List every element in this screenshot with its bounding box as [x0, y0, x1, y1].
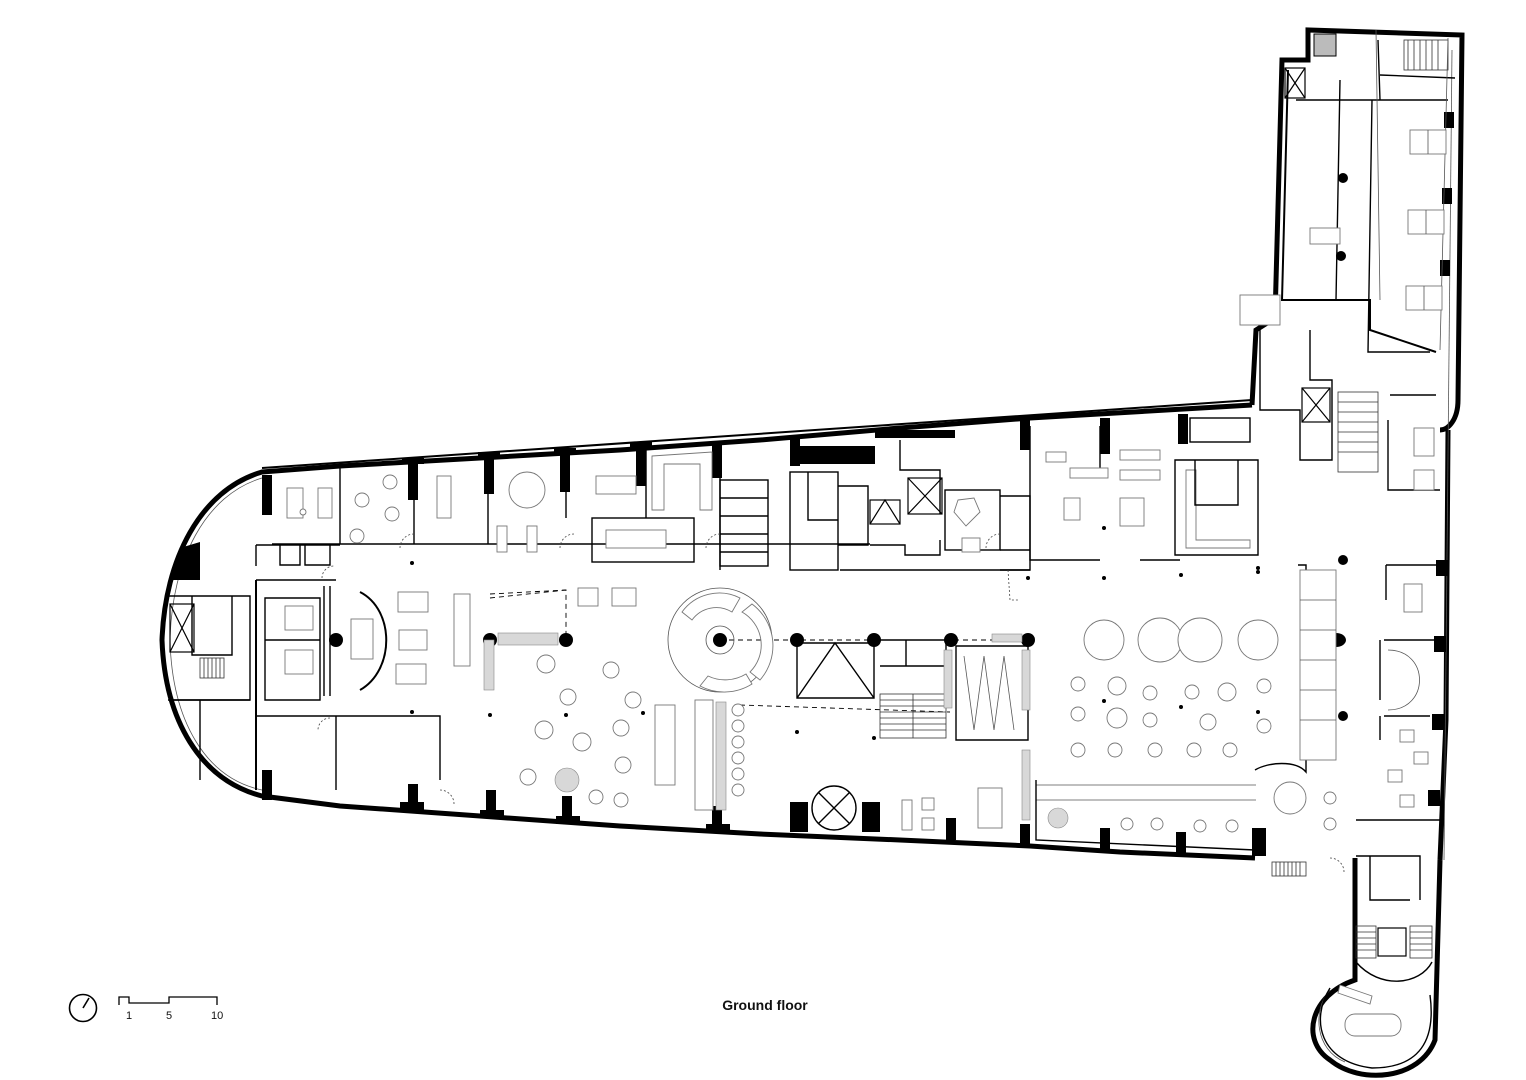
central-lounge	[395, 587, 1069, 831]
east-wing	[1239, 29, 1456, 901]
north-arrow-icon	[68, 993, 98, 1023]
ceiling-points	[410, 526, 1260, 740]
scale-tick-10: 10	[211, 1010, 224, 1022]
revolving-door	[811, 785, 857, 831]
grid-line	[739, 704, 951, 713]
north-facade-glass	[261, 399, 1253, 469]
facade-piers	[172, 33, 1454, 856]
cafe-dining	[1029, 417, 1337, 877]
scale-tick-5: 5	[166, 1010, 173, 1022]
west-rooms	[168, 544, 441, 790]
drawing-title: Ground floor	[722, 997, 808, 1013]
scale-bar: 1 5 10	[115, 993, 235, 1029]
scale-tick-1: 1	[126, 1010, 133, 1022]
door-swings	[317, 533, 1345, 873]
exterior-walls	[159, 27, 1465, 1078]
south-east-tower	[1319, 925, 1433, 1069]
north-meeting-rooms	[272, 444, 870, 570]
central-core	[719, 440, 1031, 571]
